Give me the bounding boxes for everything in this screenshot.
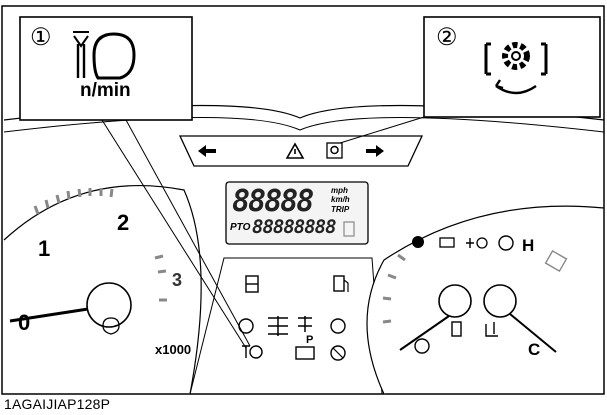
gear-shift-icon bbox=[268, 316, 288, 336]
parking-shift-icon bbox=[298, 316, 312, 332]
hot-zone-mark bbox=[544, 249, 568, 273]
leader-line-2 bbox=[339, 116, 425, 144]
tach-hub bbox=[9, 282, 132, 328]
fuel-pump-icon bbox=[333, 275, 349, 292]
coolant-level-icon bbox=[485, 322, 498, 337]
lower-indicator-panel bbox=[189, 257, 383, 395]
tach-label-2: 2 bbox=[117, 210, 130, 235]
engine-small-icon bbox=[102, 317, 120, 335]
lcd-unit-trip: TRIP bbox=[331, 205, 350, 214]
warning-triangle-icon bbox=[285, 142, 305, 159]
tach-label-3: 3 bbox=[172, 270, 183, 290]
diff-lock-icon bbox=[245, 275, 259, 293]
temp-warning-icons bbox=[412, 235, 514, 251]
lcd-bar-indicator bbox=[343, 221, 355, 237]
engine-speed-icon bbox=[73, 31, 136, 80]
temp-cold-label: C bbox=[528, 340, 541, 359]
lcd-display bbox=[225, 181, 369, 245]
temp-gauge-hub bbox=[483, 284, 557, 353]
gear-cycle-large-icon bbox=[484, 42, 548, 95]
oil-icon bbox=[330, 318, 346, 334]
parking-letter: P bbox=[306, 334, 314, 346]
gear-cycle-icon bbox=[326, 142, 343, 159]
fuel-low-icon bbox=[414, 338, 430, 354]
lcd-pto-label: PTO bbox=[230, 222, 251, 233]
fuel-level-icon bbox=[451, 321, 462, 337]
lcd-pto-digits: 88888888 bbox=[252, 216, 337, 238]
temp-tick-marks bbox=[382, 253, 406, 324]
leader-line-1b bbox=[125, 119, 251, 347]
lcd-unit-mph: mph bbox=[331, 186, 348, 195]
callout-number-2: ② bbox=[436, 24, 458, 51]
arrow-right-icon bbox=[366, 145, 384, 157]
tach-label-1: 1 bbox=[38, 236, 51, 261]
leader-line-1a bbox=[101, 119, 247, 349]
lcd-odometer: 88888 bbox=[232, 184, 314, 219]
brake-icon bbox=[330, 345, 346, 361]
indicator-bar bbox=[178, 135, 424, 167]
figure-code: 1AGAIJIAP128P bbox=[4, 396, 111, 412]
tach-label-0: 0 bbox=[18, 310, 31, 335]
lcd-unit-kmh: km/h bbox=[331, 195, 350, 204]
temp-hot-label: H bbox=[522, 236, 535, 255]
seat-icon bbox=[295, 346, 315, 360]
engine-speed-unit: n/min bbox=[80, 80, 131, 101]
fuel-gauge-hub bbox=[399, 284, 472, 351]
arrow-left-icon bbox=[198, 145, 216, 157]
tach-multiplier: x1000 bbox=[155, 342, 192, 357]
callout-number-1: ① bbox=[30, 24, 52, 51]
tach-tick-marks bbox=[33, 188, 167, 302]
